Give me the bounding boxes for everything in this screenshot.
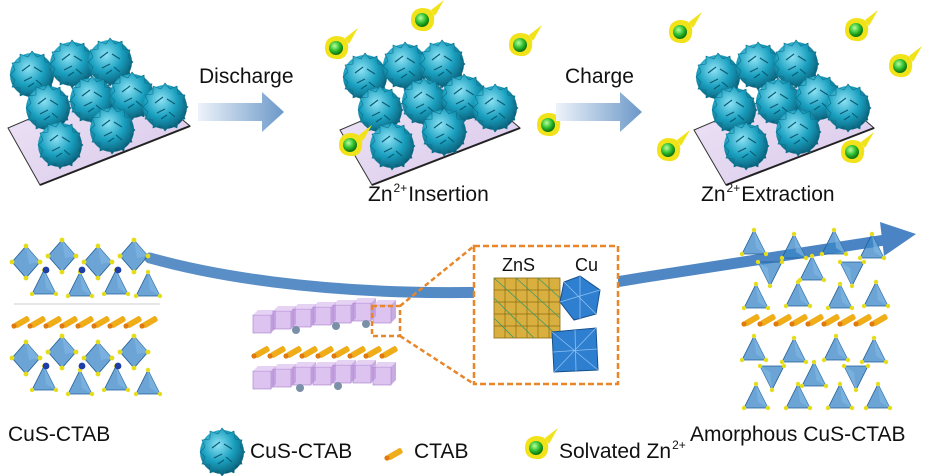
structure-cus-ctab bbox=[9, 237, 163, 397]
charge-label: Charge bbox=[565, 65, 634, 88]
structure-intermediate bbox=[251, 245, 475, 392]
substrate-panel-extracted bbox=[657, 10, 922, 186]
legend-cus-ctab-label: CuS-CTAB bbox=[250, 440, 353, 463]
inset-cu-label: Cu bbox=[575, 255, 599, 275]
right-structure-label: Amorphous CuS-CTAB bbox=[690, 423, 906, 446]
legend-ctab-label: CTAB bbox=[414, 440, 469, 463]
inset-zns-cu bbox=[472, 244, 620, 386]
substrate-panel-pristine bbox=[7, 37, 191, 186]
insertion-label: Zn2+Insertion bbox=[368, 181, 489, 206]
left-structure-label: CuS-CTAB bbox=[8, 423, 111, 446]
discharge-arrow bbox=[198, 92, 284, 132]
extraction-label: Zn2+Extraction bbox=[701, 181, 835, 206]
substrate-panel-inserted bbox=[325, 0, 570, 186]
legend-solvated-label: Solvated Zn2+ bbox=[559, 438, 686, 463]
discharge-label: Discharge bbox=[199, 65, 294, 88]
charge-arrow bbox=[556, 92, 642, 132]
inset-zns-label: ZnS bbox=[502, 255, 536, 275]
